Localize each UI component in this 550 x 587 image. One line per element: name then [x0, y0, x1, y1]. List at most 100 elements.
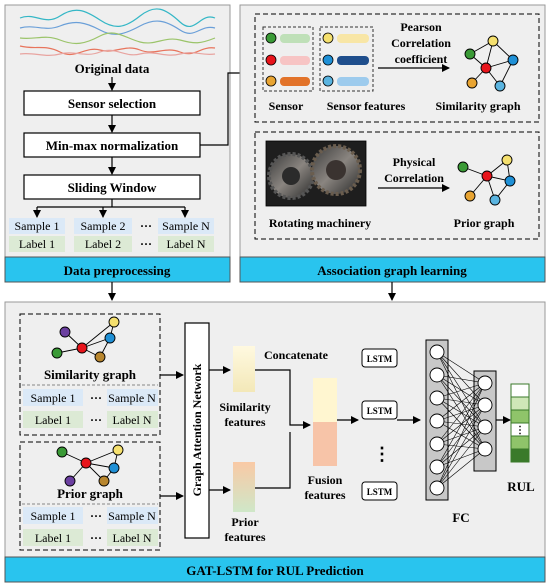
fc-edge — [436, 404, 486, 489]
fc-edge — [436, 397, 486, 450]
gat-sim-sample-n-box — [107, 389, 158, 406]
similarity-features-label-1: Similarity — [219, 400, 270, 414]
fc-edge — [436, 397, 486, 406]
sensor-bar-orange — [280, 77, 310, 86]
fc-neuron — [429, 367, 445, 383]
fc-edge — [436, 351, 486, 450]
prior-features-bar — [233, 462, 255, 512]
concatenate-label: Concatenate — [264, 348, 329, 362]
rul-stack-dots: ⋮ — [515, 425, 525, 436]
graph-attention-network-label: Graph Attention Network — [190, 363, 204, 496]
fc-neuron — [429, 413, 445, 429]
gat-lstm-panel: Similarity graph Sample 1 ··· Sample N L… — [4, 301, 546, 583]
fc-edge — [436, 382, 486, 489]
pearson-label-1: Pearson — [400, 20, 442, 34]
sample-1-label: Sample 1 — [15, 219, 60, 233]
fusion-features-label-2: features — [304, 488, 345, 502]
fc-neuron — [429, 480, 445, 496]
fusion-features-label-1: Fusion — [308, 473, 343, 487]
gat-prior-graph-label: Prior graph — [57, 486, 124, 501]
fusion-features-top — [313, 378, 337, 422]
fc-edge — [436, 351, 486, 406]
similarity-graph-icon — [464, 35, 519, 92]
fc-neuron — [429, 344, 445, 360]
label-1-box — [9, 236, 65, 252]
lstm-label-3: LSTM — [367, 487, 393, 497]
fc-neuron — [429, 436, 445, 452]
lstm-box-3 — [361, 481, 398, 501]
similarity-dashed-box — [254, 13, 540, 123]
fc-edge — [436, 351, 486, 384]
gat-prior-sample-n: Sample N — [108, 509, 156, 523]
gat-sim-label-1-box — [23, 411, 83, 428]
prior-features-label-2: features — [224, 530, 265, 544]
feature-node-lightblue-icon — [322, 75, 334, 87]
sensor-node-orange-icon — [265, 75, 277, 87]
lstm-box-1 — [361, 348, 398, 368]
fc-neuron — [477, 419, 493, 435]
gat-sim-sample-n: Sample N — [108, 391, 156, 405]
fc-neuron — [477, 397, 493, 413]
original-data-label: Original data — [75, 61, 150, 76]
pearson-label-3: coefficient — [395, 52, 448, 66]
fc-neuron — [477, 375, 493, 391]
prior-graph-small-icon — [56, 444, 124, 487]
rul-label: RUL — [507, 479, 535, 494]
sample-2-label: Sample 2 — [81, 219, 126, 233]
physical-label-2: Correlation — [384, 171, 444, 185]
gat-lstm-title-bar — [4, 556, 546, 583]
sensor-node-green-icon — [265, 32, 277, 44]
gat-sim-label-1: Label 1 — [35, 413, 71, 427]
sensor-label: Sensor — [269, 99, 304, 113]
normalization-box — [23, 132, 201, 158]
association-graph-panel: Sensor Sensor features Pearson Correlati… — [239, 4, 546, 283]
sensor-node-red-icon — [265, 54, 277, 66]
fc-edge — [436, 448, 486, 468]
lstm-vdots: ⋮ — [373, 444, 391, 464]
label-2-box — [74, 236, 132, 252]
lstm-box-2 — [361, 400, 398, 420]
fc-neuron — [477, 441, 493, 457]
label-n-label: Label N — [167, 237, 206, 251]
gat-sim-label-n: Label N — [113, 413, 152, 427]
fc-label: FC — [452, 510, 469, 525]
fc-edge — [436, 351, 486, 428]
prior-graph-label: Prior graph — [454, 216, 515, 230]
gat-prior-sample-1-box — [23, 507, 83, 524]
rotating-machinery-label: Rotating machinery — [269, 216, 371, 230]
fc-edge — [436, 426, 486, 489]
sample-n-box — [158, 218, 214, 234]
lstm-label-2: LSTM — [367, 406, 393, 416]
sensor-bar-green — [280, 34, 310, 43]
rul-output-stack: ⋮ — [510, 383, 530, 463]
original-data-waveforms — [19, 8, 216, 57]
feature-bar-lightblue — [337, 77, 369, 86]
fc-edge — [436, 382, 486, 422]
similarity-features-label-2: features — [224, 415, 265, 429]
fc-neuron — [429, 390, 445, 406]
sensor-features-group — [319, 26, 374, 92]
data-preprocessing-title: Data preprocessing — [64, 263, 171, 278]
data-preprocessing-panel: Original data Sensor selection Min-max n… — [4, 4, 231, 283]
sample-n-label: Sample N — [162, 219, 210, 233]
fc-edge — [436, 382, 486, 468]
fully-connected-network — [425, 339, 497, 501]
gat-sim-sample-ellipsis: ··· — [90, 391, 102, 405]
gat-prior-sample-1: Sample 1 — [31, 509, 76, 523]
label-n-box — [158, 236, 214, 252]
association-title-bar — [239, 256, 546, 283]
fc-edge — [436, 382, 486, 399]
pearson-label-2: Correlation — [391, 36, 451, 50]
gat-prior-label-1: Label 1 — [35, 531, 71, 545]
fc-edge — [436, 374, 486, 450]
gat-prior-sample-n-box — [107, 507, 158, 524]
gat-prior-label-n: Label N — [113, 531, 152, 545]
feature-bar-navy — [337, 56, 369, 65]
gat-similarity-graph-label: Similarity graph — [44, 367, 137, 382]
normalization-label: Min-max normalization — [46, 138, 179, 153]
prior-dashed-box — [254, 131, 540, 240]
fc-edge — [436, 374, 486, 384]
similarity-graph-small-icon — [51, 316, 120, 363]
sensor-selection-label: Sensor selection — [68, 96, 157, 111]
